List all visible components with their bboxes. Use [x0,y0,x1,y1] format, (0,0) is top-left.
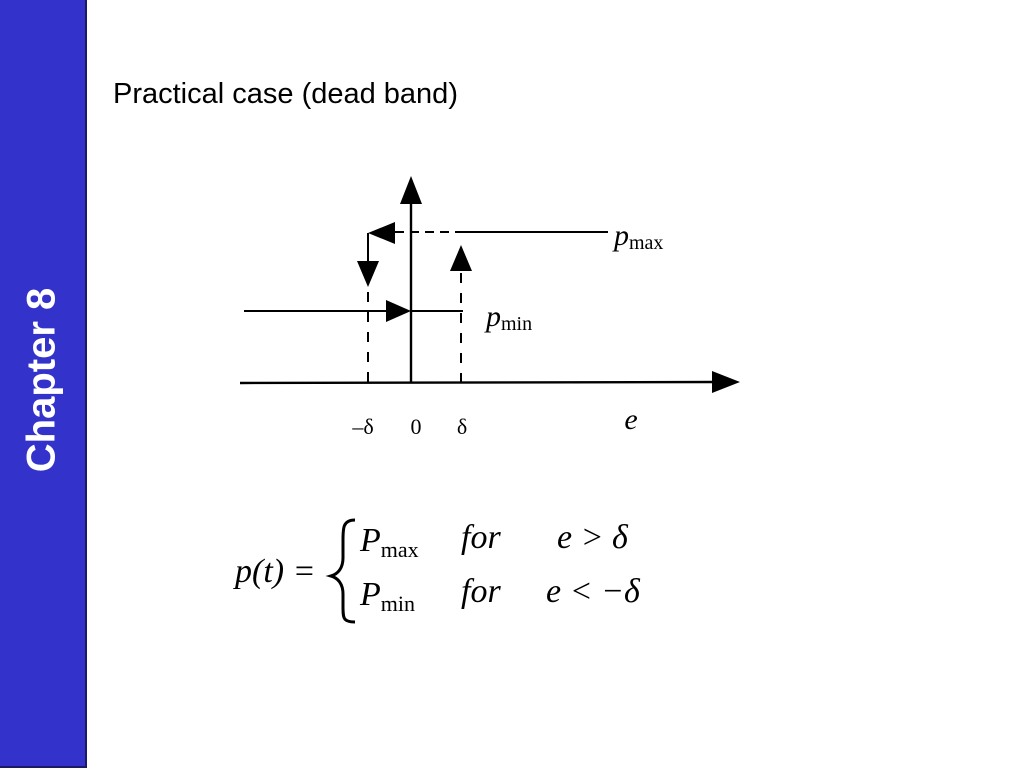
tick-label-zero: 0 [411,414,422,439]
equation-lhs: p(t) = [233,553,316,590]
case-1-condition: e > δ [557,519,629,556]
up-arrowhead [450,245,472,271]
p-axis-arrowhead [400,176,422,204]
down-arrowhead [357,261,379,287]
pmax-label: pmax [612,219,663,254]
case-1-term: Pmax [359,522,419,562]
case-1-word: for [461,519,501,556]
slide-title: Practical case (dead band) [113,78,458,110]
pmax-left-arrowhead [368,222,395,244]
case-2-term: Pmin [359,576,415,616]
case-2-word: for [461,573,501,610]
pmin-right-arrowhead [386,300,411,322]
e-axis-arrowhead [712,371,740,393]
pmin-label: pmin [484,300,532,335]
equation-brace [325,518,356,624]
e-axis-label: e [624,403,637,436]
sidebar: Chapter 8 [0,0,87,768]
e-axis [239,380,716,385]
tick-label-delta: δ [457,414,467,439]
case-2-condition: e < −δ [546,573,641,610]
tick-label-neg-delta: –δ [351,414,373,439]
